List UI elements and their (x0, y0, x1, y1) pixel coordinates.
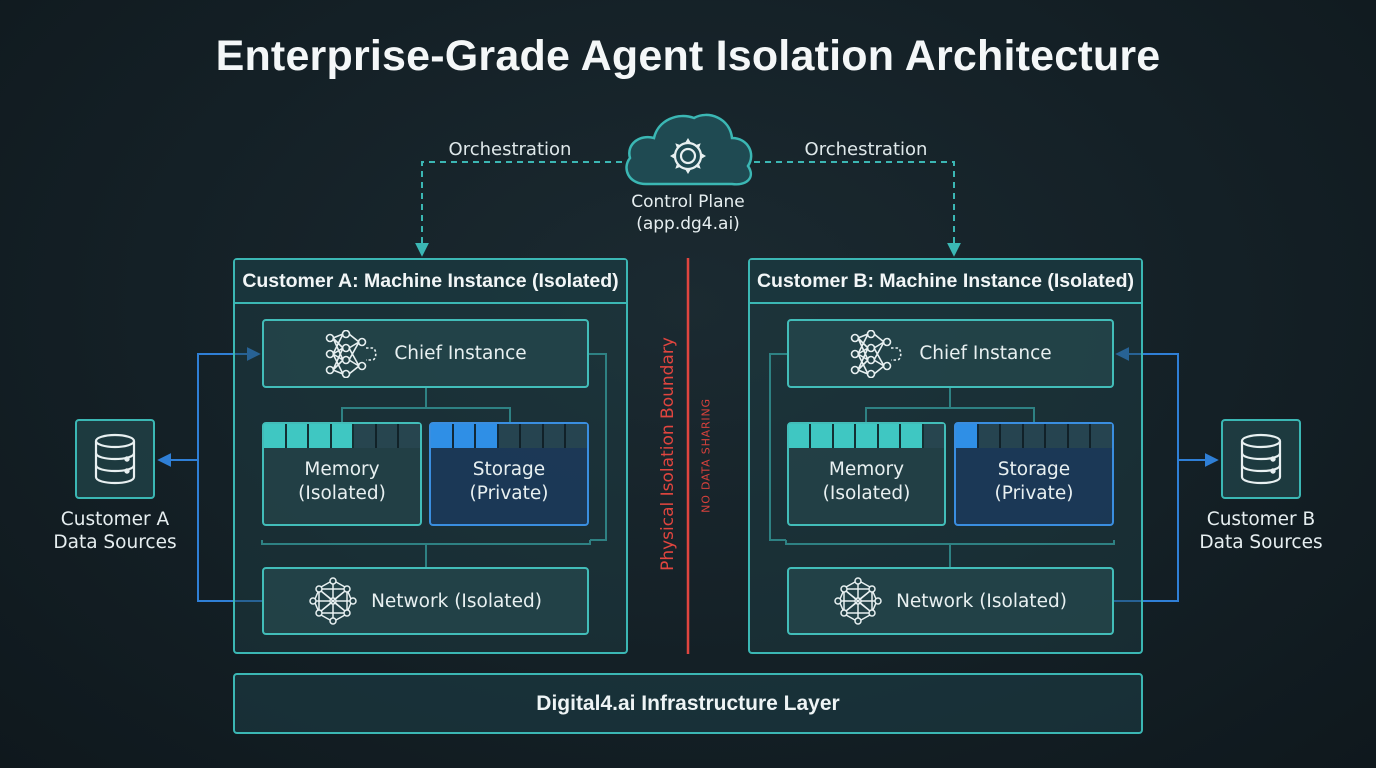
customer-b-storage-title: Storage (997, 459, 1071, 480)
usage-segment-empty (978, 424, 1002, 448)
usage-segment-filled (453, 424, 477, 448)
customer-b-internal-links (769, 353, 1115, 567)
customer-b-memory[interactable]: Memory (Isolated) (787, 422, 946, 526)
customer-a-storage[interactable]: Storage (Private) (429, 422, 589, 526)
neural-network-icon (324, 329, 380, 378)
usage-segment-filled (264, 424, 287, 448)
usage-segment-empty (498, 424, 522, 448)
control-plane-name: Control Plane (631, 192, 745, 212)
isolation-boundary-label: Physical Isolation Boundary (658, 337, 678, 571)
customer-a-internal-links (261, 353, 607, 567)
usage-segment-empty (1046, 424, 1069, 448)
orchestration-link-left (415, 161, 622, 257)
usage-segment-filled (476, 424, 499, 448)
customer-a-data-links (157, 347, 262, 602)
usage-segment-empty (1068, 424, 1092, 448)
customer-b-memory-title: Memory (828, 459, 905, 480)
gear-cloud-icon (625, 113, 753, 186)
usage-segment-filled (856, 424, 879, 448)
customer-b-chief-label: Chief Instance (919, 343, 1052, 364)
diagram-title: Enterprise-Grade Agent Isolation Archite… (215, 32, 1161, 80)
customer-a-data-sources[interactable] (75, 419, 155, 499)
orchestration-label-right: Orchestration (804, 139, 928, 160)
customer-a-network[interactable]: Network (Isolated) (262, 567, 589, 635)
network-mesh-icon (834, 577, 882, 625)
usage-segment-filled (286, 424, 310, 448)
customer-b-network-label: Network (Isolated) (896, 590, 1067, 612)
customer-a-network-label: Network (Isolated) (371, 590, 542, 612)
database-icon (1240, 433, 1282, 485)
no-data-sharing-label: NO DATA SHARING (699, 398, 713, 513)
customer-a-panel-header: Customer A: Machine Instance (Isolated) (235, 260, 626, 304)
usage-segment-empty (923, 424, 944, 448)
customer-b-panel-header: Customer B: Machine Instance (Isolated) (750, 260, 1141, 304)
customer-a-memory-sub: (Isolated) (298, 483, 386, 504)
customer-a-memory-title: Memory (304, 459, 380, 480)
usage-segment-filled (331, 424, 355, 448)
customer-b-data-links (1114, 347, 1219, 602)
customer-a-storage-usage-bar (431, 424, 588, 448)
usage-segment-filled (833, 424, 857, 448)
customer-a-data-sources-sub: Data Sources (53, 532, 177, 553)
control-plane (618, 106, 758, 196)
customer-b-memory-sub: (Isolated) (822, 483, 911, 504)
customer-b-data-sources[interactable] (1221, 419, 1301, 499)
customer-b-storage[interactable]: Storage (Private) (954, 422, 1114, 526)
neural-network-icon (849, 329, 905, 378)
usage-segment-empty (1091, 424, 1113, 448)
usage-segment-filled (956, 424, 979, 448)
usage-segment-empty (1001, 424, 1024, 448)
usage-segment-filled (309, 424, 332, 448)
customer-b-network[interactable]: Network (Isolated) (787, 567, 1114, 635)
infrastructure-layer[interactable]: Digital4.ai Infrastructure Layer (233, 673, 1143, 734)
usage-segment-empty (566, 424, 588, 448)
customer-b-storage-usage-bar (956, 424, 1113, 448)
usage-segment-filled (431, 424, 454, 448)
usage-segment-empty (399, 424, 421, 448)
customer-b-storage-sub: (Private) (994, 483, 1074, 504)
orchestration-label-left: Orchestration (448, 139, 572, 160)
customer-b-chief-instance[interactable]: Chief Instance (787, 319, 1114, 388)
orchestration-link-right (754, 161, 961, 257)
usage-segment-empty (354, 424, 377, 448)
usage-segment-empty (521, 424, 544, 448)
control-plane-host: (app.dg4.ai) (636, 214, 740, 234)
customer-a-memory-usage-bar (264, 424, 421, 448)
usage-segment-empty (1023, 424, 1047, 448)
customer-a-storage-sub: (Private) (469, 483, 549, 504)
usage-segment-empty (376, 424, 400, 448)
customer-a-chief-instance[interactable]: Chief Instance (262, 319, 589, 388)
customer-a-chief-label: Chief Instance (394, 343, 527, 364)
customer-a-memory[interactable]: Memory (Isolated) (262, 422, 422, 526)
customer-b-data-sources-title: Customer B (1206, 509, 1316, 530)
network-mesh-icon (309, 577, 357, 625)
customer-b-data-sources-sub: Data Sources (1199, 532, 1323, 553)
usage-segment-filled (789, 424, 812, 448)
usage-segment-empty (543, 424, 567, 448)
customer-b-memory-usage-bar (789, 424, 944, 448)
usage-segment-filled (811, 424, 834, 448)
usage-segment-filled (878, 424, 902, 448)
customer-a-storage-title: Storage (472, 459, 546, 480)
database-icon (94, 433, 136, 485)
customer-a-data-sources-title: Customer A (60, 509, 170, 530)
usage-segment-filled (901, 424, 924, 448)
